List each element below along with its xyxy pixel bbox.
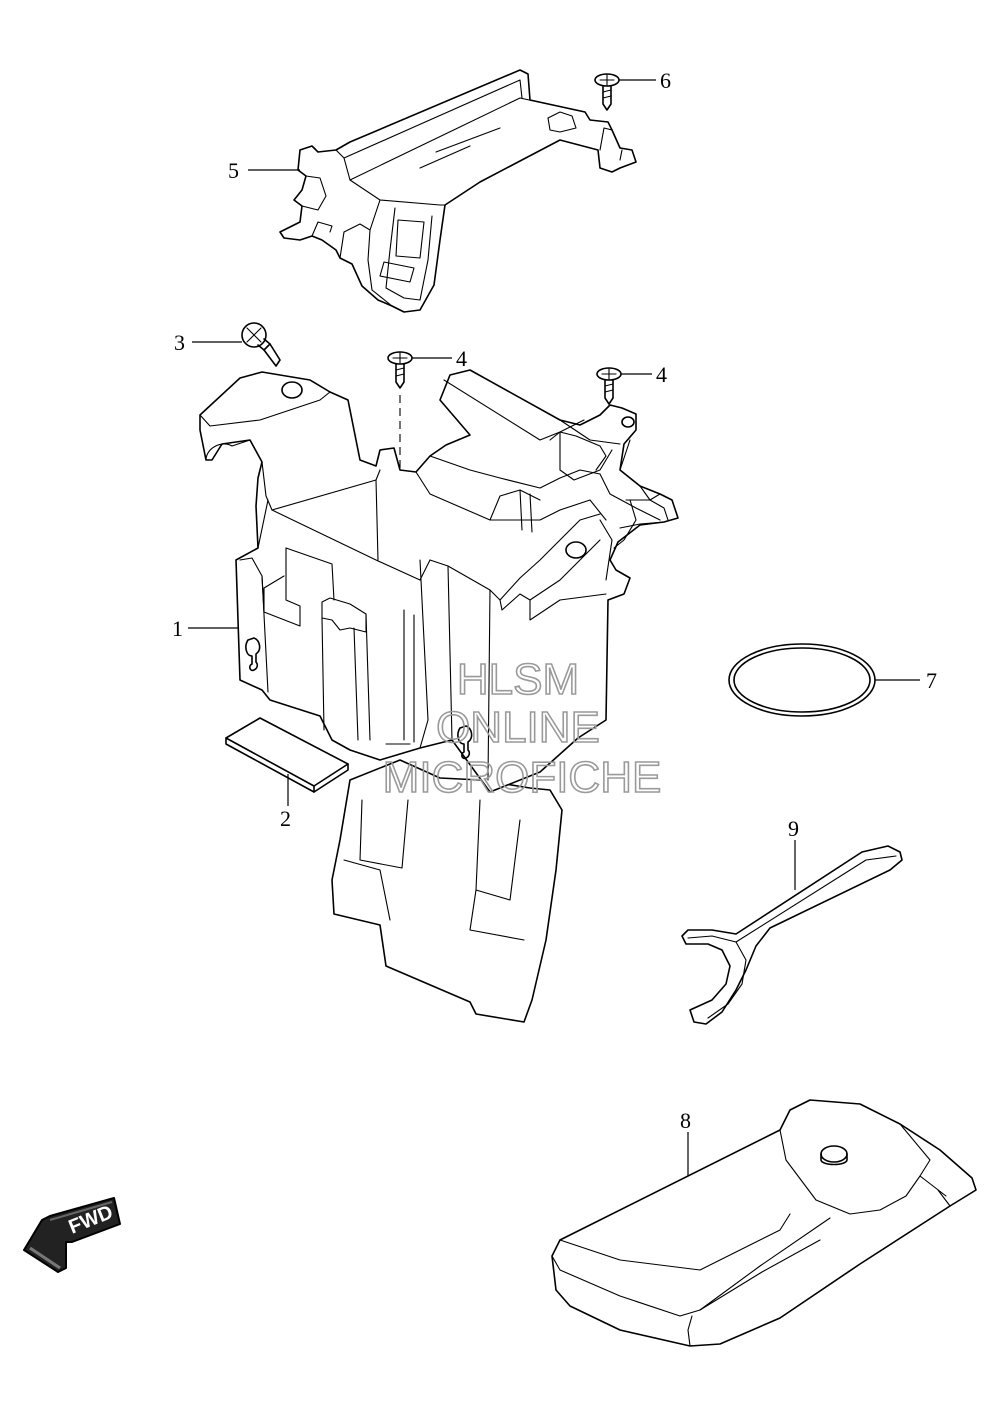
part-4-screw-left: [387, 351, 452, 470]
callout-9: 9: [788, 816, 799, 841]
part-5-bracket: [279, 69, 637, 313]
callout-5: 5: [228, 158, 239, 183]
part-2-pad: [225, 717, 349, 793]
callout-6: 6: [660, 68, 671, 93]
callout-1: 1: [172, 616, 183, 641]
watermark: HLSM ONLINE MICROFICHE: [382, 654, 662, 803]
part-1-tray: [199, 369, 679, 1023]
callout-2: 2: [280, 806, 291, 831]
callout-7: 7: [926, 668, 937, 693]
part-7-o-ring: [728, 643, 920, 717]
part-9-spanner: [681, 840, 903, 1025]
callout-4-left: 4: [456, 346, 467, 371]
part-3-bolt: [192, 322, 281, 367]
watermark-line-2: ONLINE: [436, 703, 600, 752]
callout-8: 8: [680, 1108, 691, 1133]
fwd-direction-badge: FWD: [23, 1197, 121, 1273]
callout-3: 3: [174, 330, 185, 355]
watermark-line-1: HLSM: [457, 655, 579, 704]
part-6-screw: [594, 73, 656, 111]
part-8-tool-bag: [551, 1099, 977, 1347]
watermark-line-3: MICROFICHE: [383, 753, 662, 802]
part-4-screw-right: [596, 367, 652, 405]
callout-4-right: 4: [656, 362, 667, 387]
